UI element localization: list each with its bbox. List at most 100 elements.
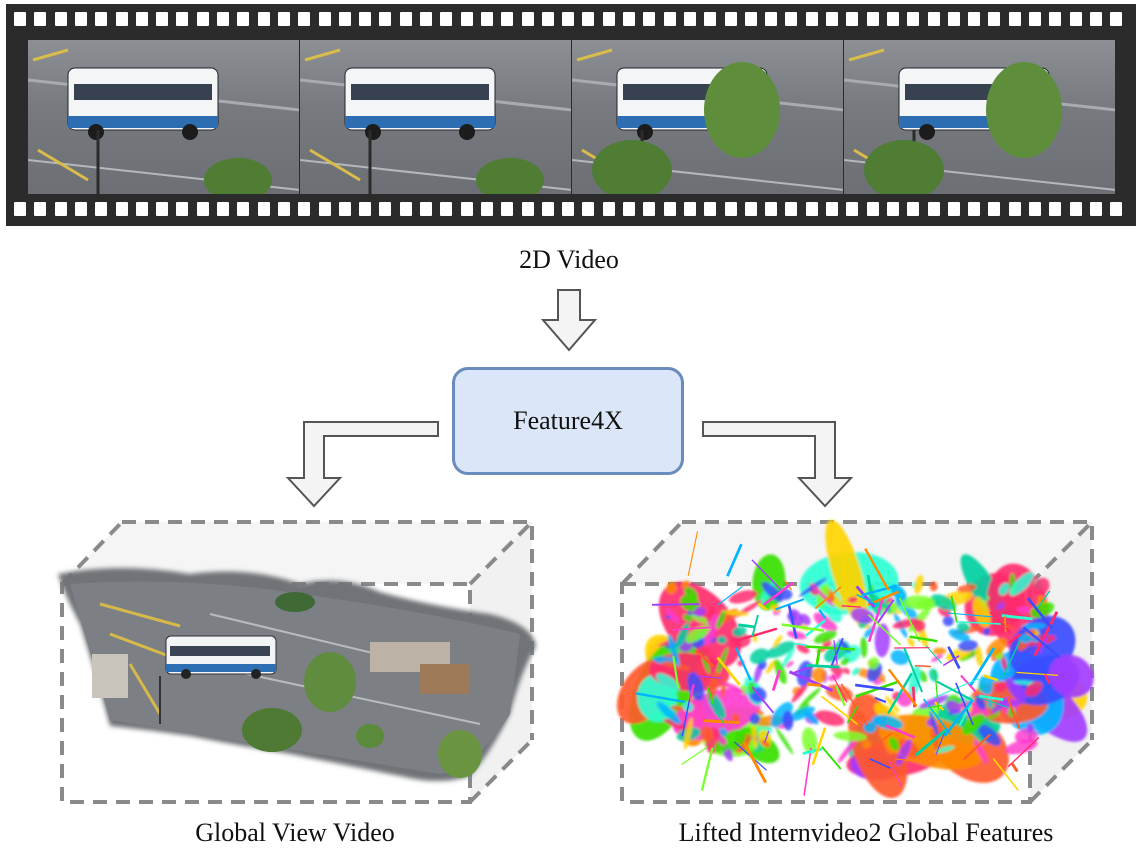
left-elbow-arrow-icon (285, 421, 439, 508)
film-hole (156, 12, 169, 26)
film-hole (54, 12, 67, 26)
film-hole (257, 202, 270, 216)
feature-spike (781, 623, 825, 632)
feature-splat (761, 739, 771, 748)
feature-splat (680, 594, 700, 612)
feature-spike (735, 627, 778, 642)
feature-splat (721, 675, 726, 698)
feature-splat (1009, 572, 1034, 596)
feature-splat (749, 713, 761, 725)
feature-spike (1004, 615, 1007, 633)
film-hole (704, 202, 717, 216)
feature-splat (729, 590, 758, 604)
video-caption: 2D Video (519, 245, 619, 274)
feature-splat (978, 675, 993, 695)
film-hole (562, 12, 575, 26)
feature-splat (913, 619, 926, 633)
feature-spike (903, 647, 924, 693)
feature-splat (1018, 633, 1033, 644)
film-hole (886, 202, 899, 216)
feature-splat (868, 657, 880, 670)
feature-splat (930, 594, 957, 611)
feature-spike (681, 746, 708, 766)
feature-splat (907, 637, 915, 647)
film-hole (257, 12, 270, 26)
video-frame (28, 40, 299, 194)
film-holes-bottom (6, 194, 1136, 224)
feature-spike (956, 621, 1001, 625)
feature-spike (1026, 597, 1054, 630)
feature-splat (801, 727, 818, 755)
feature-spike (1001, 614, 1033, 621)
feature-splat (957, 584, 977, 593)
feature4x-label: Feature4X (513, 406, 623, 435)
film-hole (115, 202, 128, 216)
film-hole (724, 12, 737, 26)
film-hole (74, 202, 87, 216)
feature-splat (782, 710, 794, 731)
feature-splat (826, 605, 842, 623)
feature-splat (683, 717, 693, 750)
feature-spike (687, 531, 699, 576)
film-hole (359, 12, 372, 26)
feature-spike (835, 685, 846, 707)
feature-splat (983, 627, 991, 636)
film-hole (988, 12, 1001, 26)
feature-splat (842, 667, 851, 675)
film-hole (968, 202, 981, 216)
feature-spike (788, 670, 833, 692)
feature-spike (943, 699, 974, 738)
bus-icon (165, 635, 277, 679)
film-hole (95, 12, 108, 26)
film-hole (34, 12, 47, 26)
feature-splat (958, 640, 978, 652)
feature-splat (791, 681, 809, 703)
video-frame (572, 40, 843, 194)
film-hole (359, 202, 372, 216)
film-hole (1110, 12, 1123, 26)
feature-splat (994, 681, 1007, 693)
feature-splat (894, 597, 919, 621)
feature-splat (948, 628, 971, 642)
feature-spike (1022, 626, 1061, 659)
lifted-features-caption: Lifted Internvideo2 Global Features (678, 818, 1054, 847)
feature-splat (888, 737, 900, 751)
film-strip (6, 4, 1136, 226)
feature-spike (706, 686, 715, 705)
film-hole (298, 12, 311, 26)
feature-spike (805, 619, 826, 637)
film-hole (237, 12, 250, 26)
feature-splat (827, 673, 841, 681)
film-hole (196, 202, 209, 216)
feature-splat (935, 745, 955, 753)
film-hole (643, 202, 656, 216)
feature-spike (1010, 761, 1019, 773)
feature-splat (715, 610, 726, 629)
feature-splat (656, 701, 681, 725)
film-hole (379, 202, 392, 216)
feature-spike (818, 609, 827, 619)
feature-splat (813, 630, 837, 644)
feature-spike (1002, 639, 1021, 678)
lifted-features-cube (616, 519, 1094, 804)
film-hole (582, 202, 595, 216)
feature-splat (685, 625, 711, 644)
feature-splat (851, 667, 861, 676)
film-hole (602, 12, 615, 26)
feature-spike (887, 672, 913, 715)
film-hole (298, 202, 311, 216)
feature-spike (672, 626, 711, 631)
feature-spikes (635, 531, 1061, 796)
feature-splat (708, 671, 719, 700)
feature-spike (815, 648, 821, 668)
feature-spike (955, 682, 974, 726)
film-hole (1089, 12, 1102, 26)
feature-spike (841, 605, 862, 608)
feature-splat (959, 649, 980, 662)
feature-splat (901, 595, 935, 610)
film-hole (541, 12, 554, 26)
feature-splat (851, 712, 867, 723)
feature-spike (726, 543, 743, 577)
feature-spike (989, 610, 1012, 634)
feature-spike (933, 678, 980, 699)
